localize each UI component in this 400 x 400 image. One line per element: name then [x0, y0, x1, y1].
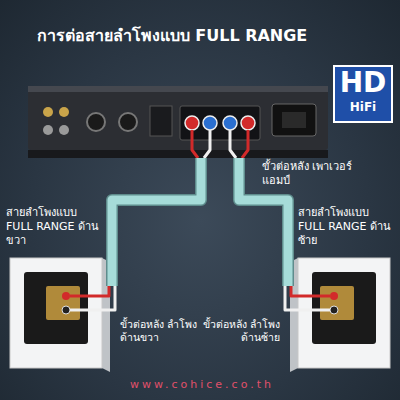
left-speaker: [290, 258, 390, 372]
diagram-title: การต่อสายลำโพงแบบ FULL RANGE: [14, 26, 330, 46]
power-amplifier: [28, 86, 328, 158]
speaker-terminal-label: ขั้วต่อหลัง ลำโพงด้านขวา: [120, 318, 198, 344]
logo-box: [334, 66, 392, 122]
cable-label: สายลำโพงแบบ FULL RANGE ด้านขวา: [6, 206, 104, 247]
cable-label: สายลำโพงแบบ FULL RANGE ด้านซ้าย: [298, 206, 396, 247]
logo-subtext: HiFi: [334, 100, 392, 115]
speaker-terminal-label: ขั้วต่อหลัง ลำโพงด้านซ้าย: [202, 318, 280, 344]
speaker-cables: [70, 130, 330, 310]
watermark: www.cohice.co.th: [2, 378, 400, 392]
logo-text: HD: [334, 68, 392, 99]
right-speaker: [10, 258, 110, 372]
amp-terminal-label: ขั้วต่อหลัง เพาเวอร์แอมป์: [262, 160, 362, 188]
